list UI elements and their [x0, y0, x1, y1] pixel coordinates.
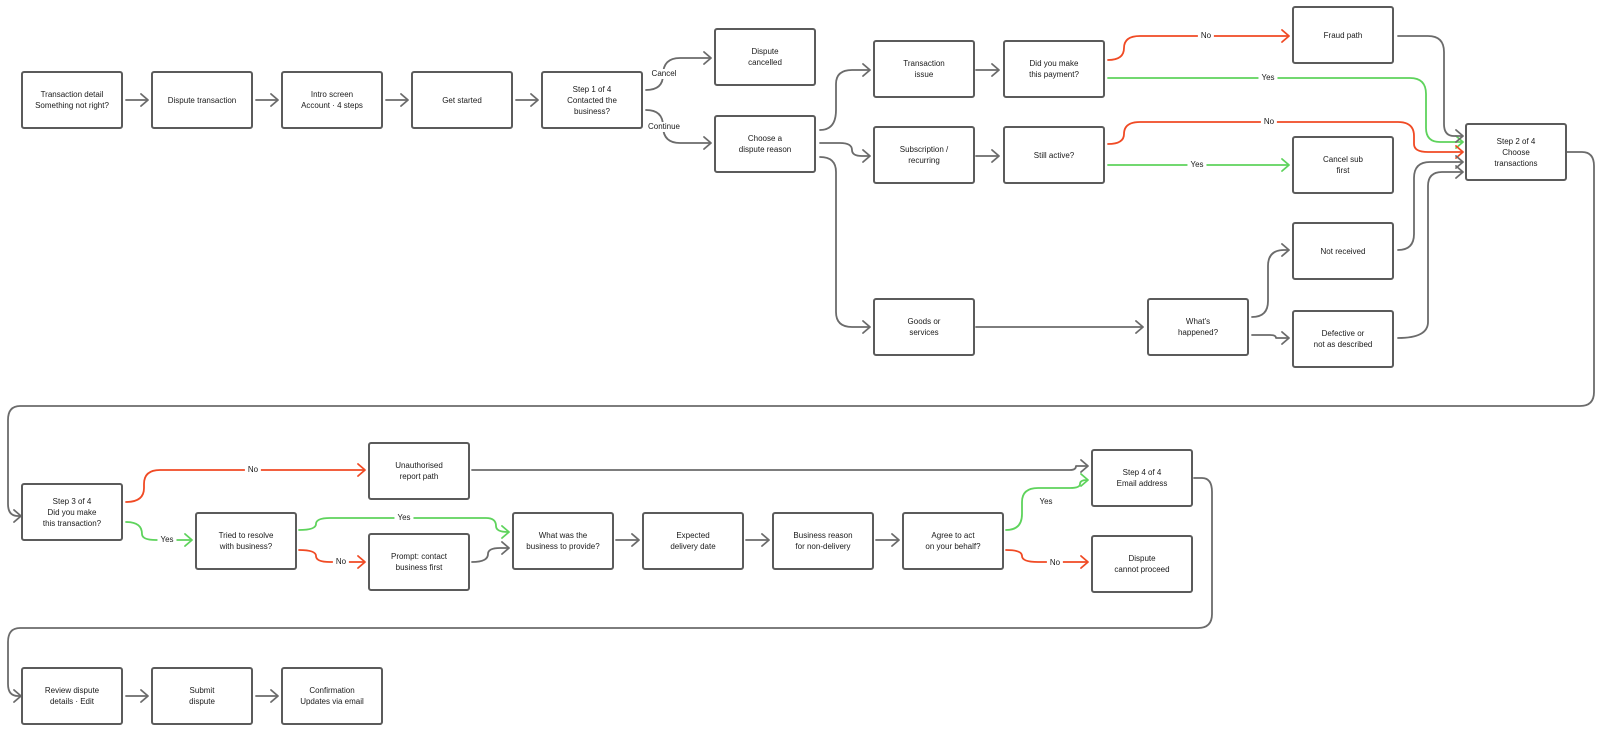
connector-no — [298, 549, 365, 563]
connector-head — [270, 93, 279, 107]
connector-head — [501, 525, 510, 539]
node-not-received: Not received — [1292, 222, 1394, 280]
connector-head — [991, 149, 1000, 163]
connector-head — [140, 93, 149, 107]
edge-label-payment-yes: Yes — [1258, 73, 1278, 83]
connector-head — [1455, 129, 1464, 143]
edge-label-payment-no: No — [1197, 31, 1215, 41]
connector-head — [1080, 459, 1089, 473]
connector-head — [1281, 29, 1290, 43]
node-subscription: Subscription / recurring — [873, 126, 975, 184]
connector — [1397, 171, 1463, 339]
connector — [1397, 161, 1463, 251]
node-business-provide: What was the business to provide? — [512, 512, 614, 570]
node-step1: Step 1 of 4 Contacted the business? — [541, 71, 643, 129]
node-intro-screen: Intro screen Account · 4 steps — [281, 71, 383, 129]
connector-head — [1080, 555, 1089, 569]
connector-head — [140, 689, 149, 703]
edge-label-step3-no: No — [244, 465, 262, 475]
connector — [819, 69, 870, 131]
node-confirmation: Confirmation Updates via email — [281, 667, 383, 725]
connector-head — [862, 149, 871, 163]
connector-head — [761, 533, 770, 547]
node-tried-resolve: Tried to resolve with business? — [195, 512, 297, 570]
node-step3: Step 3 of 4 Did you make this transactio… — [21, 483, 123, 541]
connector-head — [1281, 243, 1290, 257]
node-transaction-detail: Transaction detail Something not right? — [21, 71, 123, 129]
edge-label-active-no: No — [1260, 117, 1278, 127]
connector-head — [357, 555, 366, 569]
connector — [819, 142, 870, 157]
node-unauthorised: Unauthorised report path — [368, 442, 470, 500]
connector-head — [631, 533, 640, 547]
node-review-details: Review dispute details · Edit — [21, 667, 123, 725]
connector-head — [703, 136, 712, 150]
edge-label-cancel: Cancel — [648, 69, 680, 79]
node-step2: Step 2 of 4 Choose transactions — [1465, 123, 1567, 181]
connector-head — [270, 689, 279, 703]
connector-yes — [1107, 77, 1463, 143]
node-submit-dispute: Submit dispute — [151, 667, 253, 725]
connector-head — [862, 63, 871, 77]
edge-label-agree-yes: Yes — [1036, 497, 1056, 507]
edge-label-active-yes: Yes — [1187, 160, 1207, 170]
connector-head — [1281, 158, 1290, 172]
node-cannot-proceed: Dispute cannot proceed — [1091, 535, 1193, 593]
connector-head — [991, 63, 1000, 77]
node-defective: Defective or not as described — [1292, 310, 1394, 368]
connector — [1397, 35, 1463, 137]
node-prompt-contact: Prompt: contact business first — [368, 533, 470, 591]
edge-label-agree-no: No — [1046, 558, 1064, 568]
connector-head — [891, 533, 900, 547]
connector-head — [530, 93, 539, 107]
node-transaction-issue: Transaction issue — [873, 40, 975, 98]
node-dispute-cancelled: Dispute cancelled — [714, 28, 816, 86]
edge-label-resolve-no: No — [332, 557, 350, 567]
connector-no — [1107, 35, 1289, 61]
edge-label-resolve-yes: Yes — [394, 513, 414, 523]
connector-yes — [125, 521, 192, 541]
connector-head — [862, 320, 871, 334]
connector-no — [1107, 121, 1463, 153]
connector-head — [1080, 473, 1089, 487]
node-choose-reason: Choose a dispute reason — [714, 115, 816, 173]
connector-head — [400, 93, 409, 107]
connector-head — [501, 541, 510, 555]
node-did-you-make-payment: Did you make this payment? — [1003, 40, 1105, 98]
connector — [819, 156, 870, 328]
edge-label-continue: Continue — [644, 122, 684, 132]
connector-head — [1455, 165, 1464, 179]
node-business-reason: Business reason for non-delivery — [772, 512, 874, 570]
node-dispute-transaction: Dispute transaction — [151, 71, 253, 129]
connector-head — [1455, 145, 1464, 159]
connector — [1251, 249, 1289, 318]
connector-no — [1005, 549, 1088, 563]
connector-head — [184, 533, 193, 547]
connector-head — [703, 51, 712, 65]
node-whats-happened: What's happened? — [1147, 298, 1249, 356]
node-goods-services: Goods or services — [873, 298, 975, 356]
connector-no — [125, 469, 365, 503]
node-cancel-sub: Cancel sub first — [1292, 136, 1394, 194]
node-step4: Step 4 of 4 Email address — [1091, 449, 1193, 507]
connector — [1251, 334, 1289, 339]
connector-head — [1281, 331, 1290, 345]
connector — [471, 465, 1088, 471]
node-fraud-path: Fraud path — [1292, 6, 1394, 64]
node-still-active: Still active? — [1003, 126, 1105, 184]
node-agree-act: Agree to act on your behalf? — [902, 512, 1004, 570]
connector-head — [1455, 135, 1464, 149]
edge-label-step3-yes: Yes — [157, 535, 177, 545]
node-expected-delivery: Expected delivery date — [642, 512, 744, 570]
connector-head — [357, 463, 366, 477]
connector-yes — [1005, 479, 1088, 531]
connector — [471, 547, 509, 563]
connector-head — [1135, 320, 1144, 334]
node-get-started: Get started — [411, 71, 513, 129]
connector-wrap — [7, 151, 1595, 517]
connector-head — [1455, 155, 1464, 169]
connector-wrap — [7, 477, 1213, 697]
